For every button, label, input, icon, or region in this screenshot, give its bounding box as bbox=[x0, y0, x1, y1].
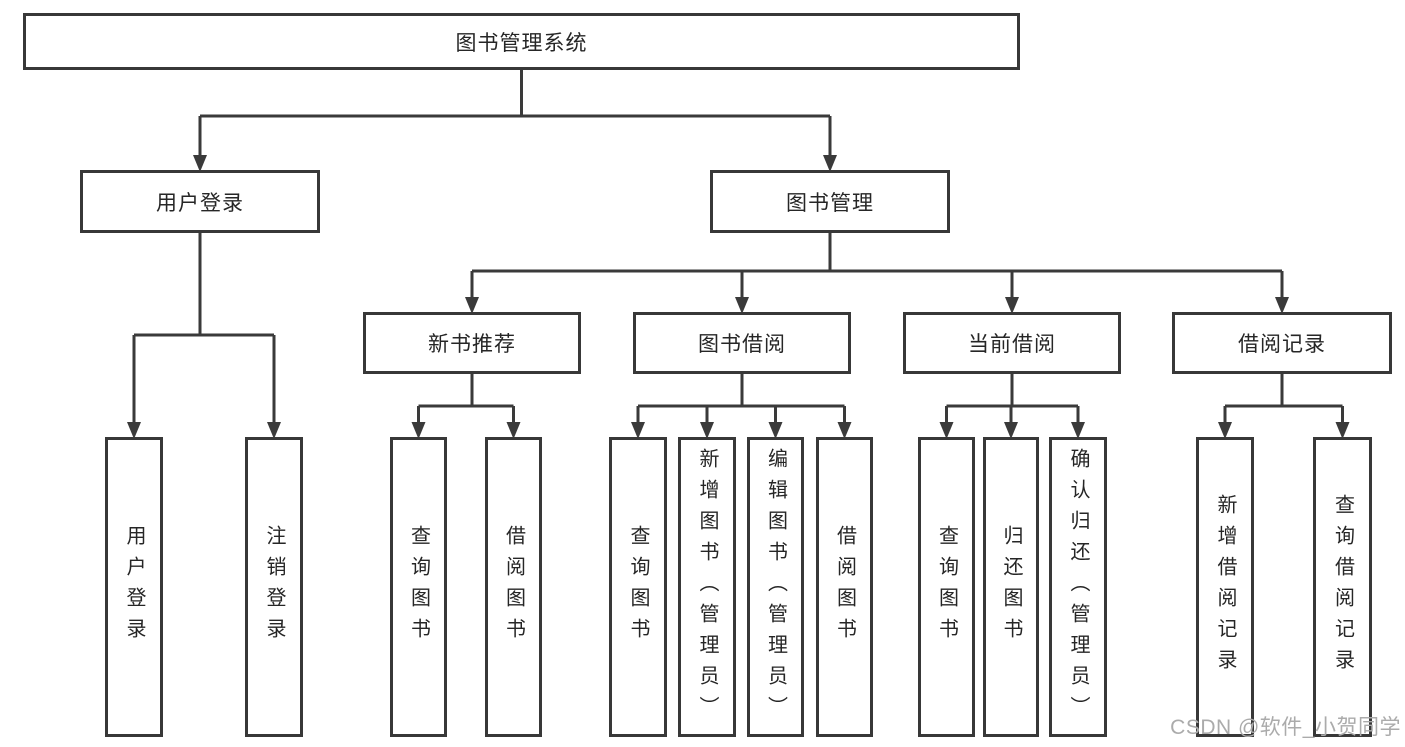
node-book-mgmt: 图书管理 bbox=[710, 170, 950, 233]
node-current-borrow: 当前借阅 bbox=[903, 312, 1121, 374]
node-bb-query-leaf: 查询图书 bbox=[609, 437, 667, 737]
connector-book-borrow bbox=[631, 374, 852, 439]
node-borrow-records: 借阅记录 bbox=[1172, 312, 1392, 374]
node-new-book-rec: 新书推荐 bbox=[363, 312, 581, 374]
connector-root bbox=[193, 70, 837, 172]
node-bb-add-leaf: 新增图书（管理员） bbox=[678, 437, 736, 737]
connector-current-borrow bbox=[939, 374, 1085, 439]
node-cb-query-leaf: 查询图书 bbox=[918, 437, 975, 737]
node-root: 图书管理系统 bbox=[23, 13, 1020, 70]
node-bb-borrow-leaf: 借阅图书 bbox=[816, 437, 873, 737]
connector-book-mgmt bbox=[465, 233, 1289, 314]
connector-borrow-records bbox=[1218, 374, 1350, 439]
watermark-text: CSDN @软件_小贺同学 bbox=[1170, 716, 1401, 739]
node-br-query-leaf: 查询借阅记录 bbox=[1313, 437, 1372, 737]
connector-user-login bbox=[127, 233, 281, 439]
node-rec-query-leaf: 查询图书 bbox=[390, 437, 447, 737]
node-user-login: 用户登录 bbox=[80, 170, 320, 233]
node-bb-edit-leaf: 编辑图书（管理员） bbox=[747, 437, 804, 737]
connector-new-book-rec bbox=[411, 374, 521, 439]
node-login-leaf: 用户登录 bbox=[105, 437, 163, 737]
node-cb-confirm-leaf: 确认归还（管理员） bbox=[1049, 437, 1107, 737]
node-book-borrow: 图书借阅 bbox=[633, 312, 851, 374]
node-br-add-leaf: 新增借阅记录 bbox=[1196, 437, 1254, 737]
node-cb-return-leaf: 归还图书 bbox=[983, 437, 1039, 737]
node-rec-borrow-leaf: 借阅图书 bbox=[485, 437, 542, 737]
node-logout-leaf: 注销登录 bbox=[245, 437, 303, 737]
